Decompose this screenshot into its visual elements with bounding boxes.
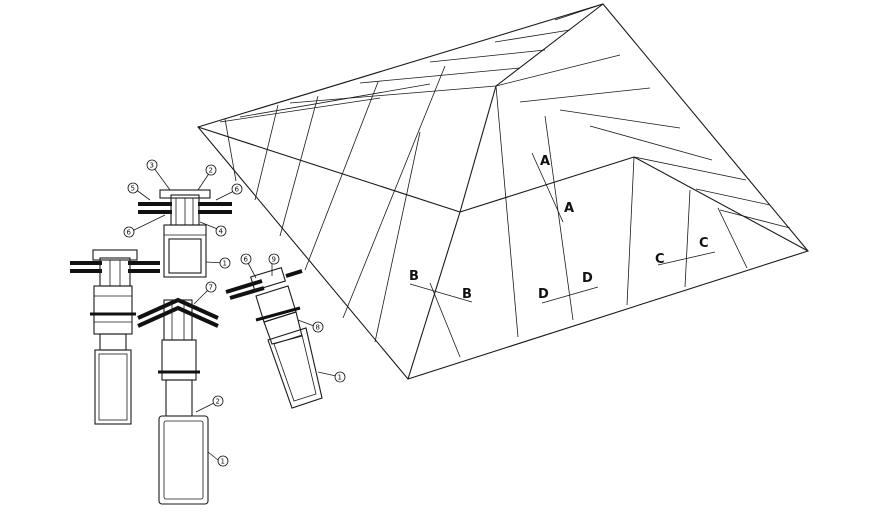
ridge-detail-3: 7 2 1 — [137, 281, 229, 505]
ridge-detail-4: 6 9 8 1 — [225, 253, 346, 409]
section-label-a-upper: A — [540, 154, 550, 169]
callout-circle — [205, 281, 217, 293]
section-label-b-right: B — [462, 287, 472, 302]
callout-circle — [123, 226, 135, 238]
callout-circle — [268, 253, 280, 265]
callout-label: 2 — [216, 398, 220, 406]
section-line-a — [531, 152, 564, 223]
callout-circle — [240, 253, 252, 265]
callout-circle — [127, 182, 139, 194]
section-line-c — [657, 251, 716, 266]
section-label-a-lower: A — [564, 201, 574, 216]
callout-label: 4 — [219, 228, 224, 236]
callout-label: 1 — [221, 458, 225, 466]
callout-circle — [334, 371, 346, 383]
callout-label: 9 — [272, 256, 276, 264]
rafters-bottom — [429, 85, 748, 358]
ridge-detail-2 — [70, 249, 160, 425]
callout-circle — [212, 395, 224, 407]
roof-ridges — [197, 3, 809, 380]
callout-label: 1 — [338, 374, 342, 382]
section-line-d — [541, 286, 599, 304]
callout-label: 3 — [150, 162, 154, 170]
callout-circle — [312, 321, 324, 333]
callout-label: 2 — [209, 167, 213, 175]
callout-circle — [146, 159, 158, 171]
section-label-d-right: D — [582, 271, 593, 286]
section-markers: A A B B C C D D — [409, 152, 716, 304]
callout-circle — [215, 225, 227, 237]
section-label-d-left: D — [538, 287, 549, 302]
section-label-b-left: B — [409, 269, 419, 284]
rafters-left — [224, 65, 446, 343]
callout-label: 5 — [131, 185, 135, 193]
ridge-detail-1: 3 2 5 6 6 4 1 — [123, 159, 243, 278]
rafters-top — [219, 3, 604, 123]
section-line-b — [409, 283, 473, 303]
section-label-c-left: C — [655, 252, 665, 267]
callout-circle — [217, 455, 229, 467]
callout-label: 1 — [223, 260, 227, 268]
callout-circle — [205, 164, 217, 176]
callout-label: 6 — [127, 229, 132, 237]
callout-label: 6 — [235, 186, 240, 194]
callout-circle — [219, 257, 231, 269]
roof-outline — [197, 3, 809, 380]
callout-label: 7 — [209, 284, 213, 292]
hip-roof-plan: A A B B C C D D — [197, 3, 809, 380]
rafters-right — [495, 54, 791, 229]
callout-circle — [231, 183, 243, 195]
callout-label: 6 — [244, 256, 249, 264]
callout-label: 8 — [316, 324, 320, 332]
section-label-c-right: C — [699, 236, 709, 251]
